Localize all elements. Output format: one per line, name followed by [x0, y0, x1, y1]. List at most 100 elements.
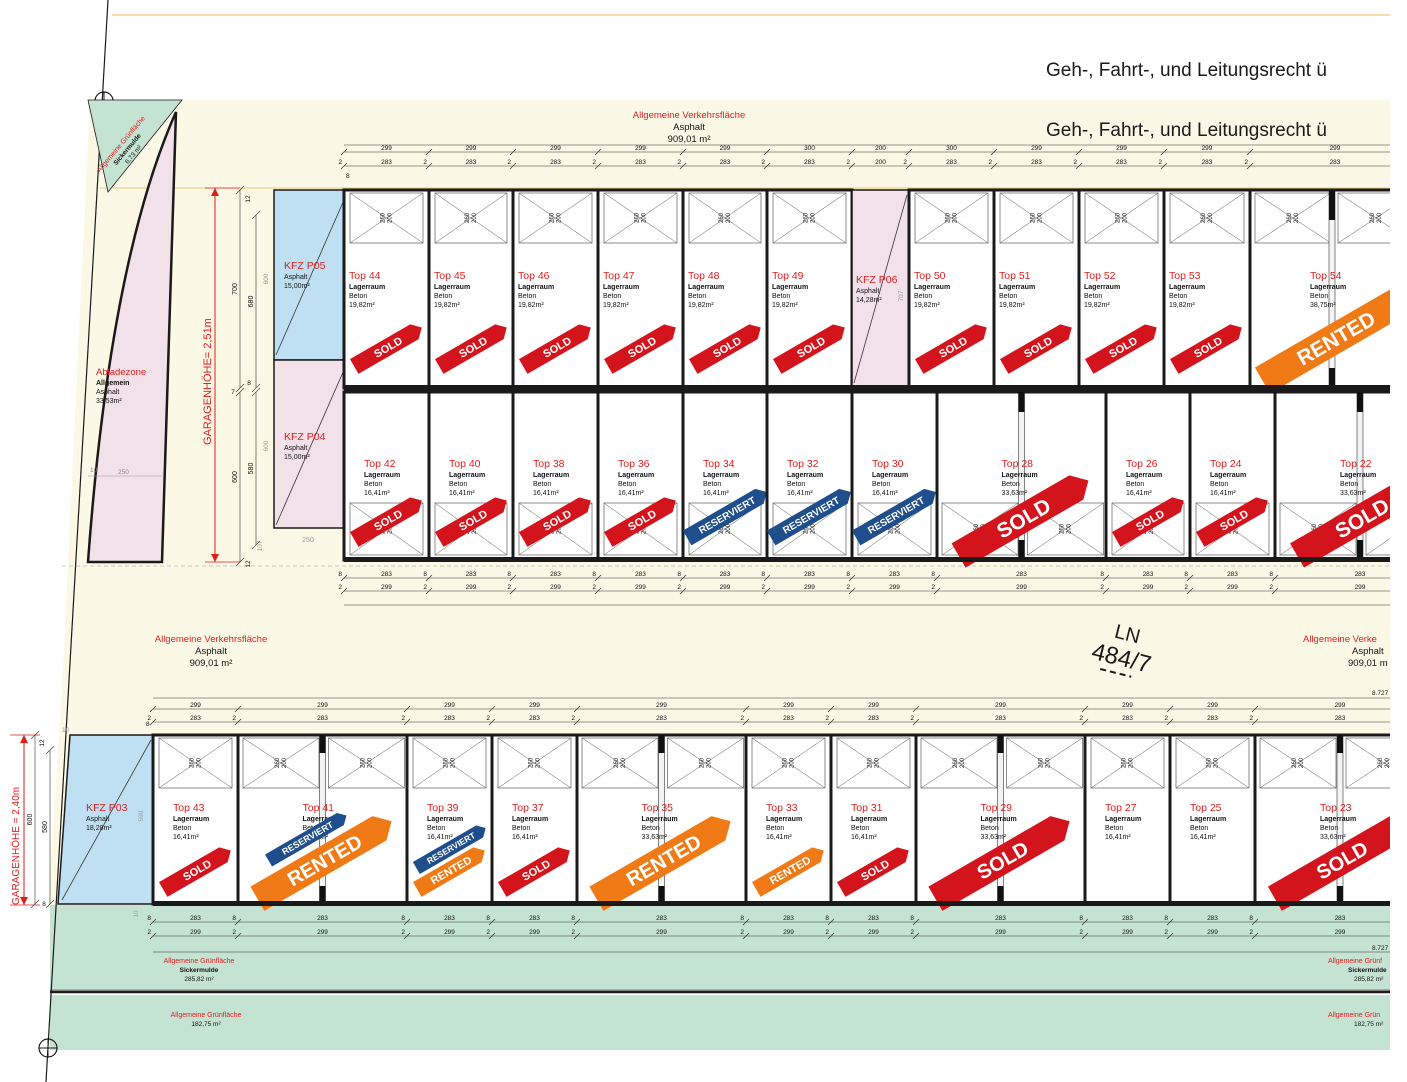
dim-label: 299: [635, 584, 646, 591]
dim-tick: [933, 574, 941, 582]
dim-tick: [763, 574, 771, 582]
door-cross: [1365, 538, 1390, 556]
unit-name: Top 44: [349, 270, 381, 282]
parking-p04: [273, 359, 346, 529]
unit-area: 33,63m²: [1002, 490, 1028, 497]
title-line-1: Geh-, Fahrt-, und Leitungsrecht ü: [1046, 60, 1327, 81]
dim-label: 299: [720, 584, 731, 591]
unit-area: 16,41m²: [1126, 490, 1152, 497]
dim-label: 2: [931, 584, 935, 591]
dim-label: 299: [1202, 145, 1213, 152]
dim-label: 2: [1269, 584, 1273, 591]
dim-label: 8: [338, 571, 342, 578]
green-strip-1-sub: Sickermulde: [180, 967, 219, 974]
dim-label: 283: [868, 915, 879, 922]
door-dim: 200: [1214, 757, 1220, 768]
dim-label: 2: [232, 715, 236, 722]
dim-tick: [1160, 162, 1168, 170]
door-dim: 260: [1116, 212, 1122, 223]
unit-floor: Beton: [533, 481, 551, 488]
dim-label: 8: [910, 915, 914, 922]
dim-label: 2: [232, 929, 236, 936]
dim-label: 2: [825, 715, 829, 722]
unit-type: Lagerraum: [981, 816, 1017, 823]
green-strip-2-right-area: 182,75 m²: [1354, 1021, 1384, 1028]
status-banner-shape: [412, 847, 485, 897]
unit-name: Top 25: [1190, 802, 1222, 814]
dim-label: 2: [761, 159, 765, 166]
green-strip-2-name: Allgemeine Grünfläche: [171, 1012, 242, 1019]
dim-tick: [1251, 932, 1259, 940]
dim-tick: [912, 918, 920, 926]
dim-label: 8: [1249, 915, 1253, 922]
dim-label: 2: [1073, 159, 1077, 166]
dim-label: 283: [783, 915, 794, 922]
door-dim: 200: [1234, 523, 1240, 534]
door-dim: 200: [707, 757, 713, 768]
abladezone-sub: Allgemein: [96, 380, 129, 387]
dim-label: 2: [1100, 584, 1104, 591]
dim-tick: [251, 210, 261, 220]
dim-label: 8: [1100, 571, 1104, 578]
unit-area: 33,63m²: [981, 834, 1007, 841]
status-banner-shape: [1254, 290, 1390, 394]
dim-label: 2: [910, 715, 914, 722]
door-cross: [1254, 192, 1332, 244]
door-cross: [688, 192, 762, 244]
unit-floor: Beton: [851, 825, 869, 832]
door-outline: [497, 737, 572, 789]
dim-tick: [488, 718, 496, 726]
dim-label: 300: [804, 145, 815, 152]
door-dim: 260: [804, 212, 810, 223]
unit-area: 19,82m²: [1084, 302, 1110, 309]
unit-type: Lagerraum: [1210, 472, 1246, 479]
dim-label: 8: [592, 571, 596, 578]
door-outline: [920, 737, 998, 789]
door-cross: [772, 502, 847, 556]
dim-label: 299: [466, 145, 477, 152]
dim-label: 8: [825, 915, 829, 922]
unit-floor: Beton: [914, 293, 932, 300]
unit-area: 19,82m²: [772, 302, 798, 309]
dim-label: 299: [190, 702, 201, 709]
status-banner-shape: [1084, 324, 1157, 374]
dim-tick: [425, 162, 433, 170]
door-dim: 200: [953, 212, 959, 223]
dim-label: 600: [232, 471, 239, 483]
dim-label: 299: [381, 584, 392, 591]
dim-label: 600: [263, 273, 270, 284]
dim-tick: [251, 383, 261, 393]
door-outline: [1259, 737, 1337, 789]
unit-type: Lagerraum: [1169, 284, 1205, 291]
door-cross: [1345, 758, 1390, 789]
unit-floor: Beton: [1169, 293, 1187, 300]
parking-diagonal: [275, 199, 345, 356]
dim-label: 8.727: [1372, 945, 1389, 952]
door-dim: 200: [642, 523, 648, 534]
door-outline: [242, 737, 320, 789]
door-dim: 200: [896, 523, 902, 534]
unit-area: 16,41m²: [851, 834, 877, 841]
unit-name: Top 27: [1105, 802, 1137, 814]
door-dim: 260: [1031, 212, 1037, 223]
door-dim: 260: [1378, 757, 1384, 768]
dim-tick: [1246, 162, 1254, 170]
dim-tick: [235, 387, 245, 397]
unit-name: Top 50: [914, 270, 946, 282]
dim-label: 2: [1164, 929, 1168, 936]
door-cross: [1175, 737, 1250, 789]
dim-tick: [848, 148, 856, 156]
dim-label: 580: [248, 463, 255, 475]
dim-label: 8: [42, 901, 46, 908]
dim-label: 8: [846, 571, 850, 578]
unit-name: Top 32: [787, 458, 819, 470]
door-dim: 260: [1201, 212, 1207, 223]
unit-name: Top 51: [999, 270, 1031, 282]
unit-area: 16,41m²: [449, 490, 475, 497]
dim-label: 283: [1031, 159, 1042, 166]
status-banner: SOLD: [1084, 324, 1157, 374]
unit-type: Lagerraum: [518, 284, 554, 291]
door-outline: [1006, 737, 1083, 789]
door-dim: 200: [621, 757, 627, 768]
dim-label: 8: [146, 721, 150, 728]
